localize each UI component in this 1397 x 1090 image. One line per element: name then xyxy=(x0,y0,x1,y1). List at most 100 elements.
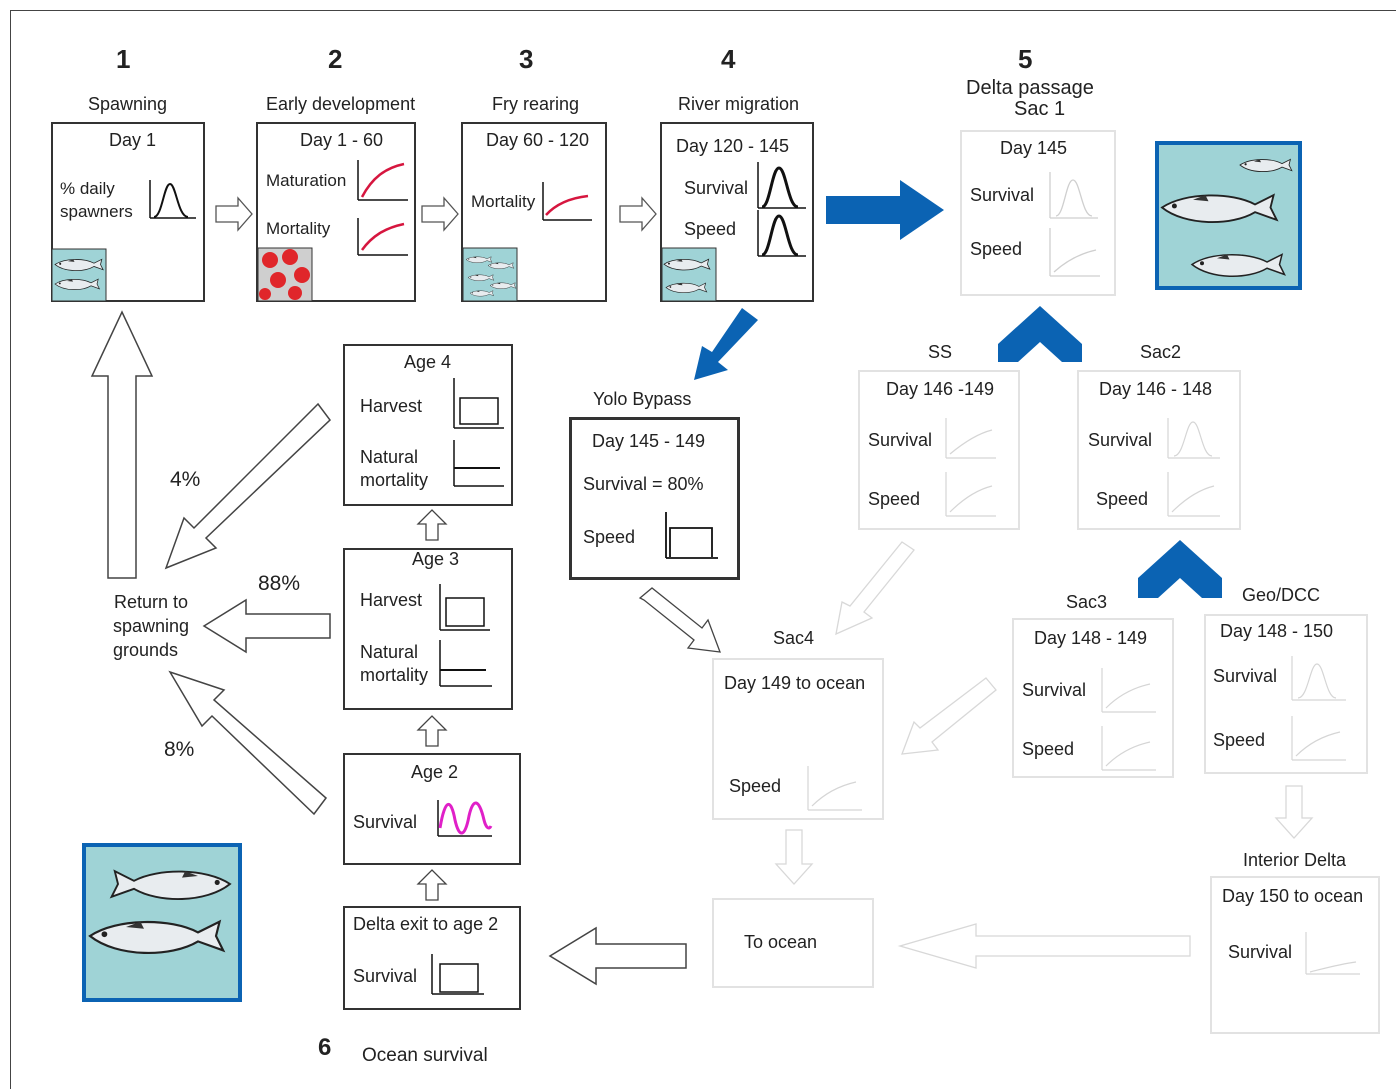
age-2-return-arrow xyxy=(168,670,328,816)
ss-sac2-graphs xyxy=(945,418,1220,517)
yolo-survival-label: Survival = 80% xyxy=(583,474,704,494)
age-3-natural-label: Natural xyxy=(360,642,419,662)
age-3-mortality-label: mortality xyxy=(360,665,429,685)
salmon-image-ocean xyxy=(82,843,242,1002)
spawning-day: Day 1 xyxy=(109,130,157,150)
early-mortality-curve xyxy=(357,218,408,256)
age-2-title: Age 2 xyxy=(411,762,459,782)
sac3-title: Sac3 xyxy=(1066,592,1108,612)
sac4-interior-graphs xyxy=(807,766,1360,975)
stage-2-number: 2 xyxy=(328,44,343,74)
geo-dcc-box xyxy=(1204,614,1368,774)
ss-box xyxy=(858,370,1020,530)
sac1-speed-label: Speed xyxy=(970,239,1023,259)
geo-dcc-survival-label: Survival xyxy=(1213,666,1278,686)
ss-to-sac4-arrow xyxy=(835,541,915,636)
yolo-speed-label: Speed xyxy=(583,527,636,547)
ss-survival-label: Survival xyxy=(868,430,933,450)
return-pct-age4: 4% xyxy=(170,468,201,491)
river-speed-label: Speed xyxy=(684,219,737,239)
eggs-image xyxy=(257,247,313,302)
sac2-day: Day 146 - 148 xyxy=(1099,379,1213,399)
stage-6-number: 6 xyxy=(318,1034,332,1061)
age-2-survival-label: Survival xyxy=(353,812,418,832)
fry-image xyxy=(462,247,518,302)
geo-dcc-title: Geo/DCC xyxy=(1242,585,1321,605)
age-4-harvest-label: Harvest xyxy=(360,396,423,416)
ocean-to-delta-exit-arrow xyxy=(548,926,687,986)
spawning-fish-image xyxy=(51,248,107,302)
stage-2-title: Early development xyxy=(266,94,416,114)
interior-delta-day: Day 150 to ocean xyxy=(1222,886,1364,906)
river-speed-curve xyxy=(757,210,806,257)
sac3-day: Day 148 - 149 xyxy=(1034,628,1148,648)
age-4-title: Age 4 xyxy=(404,352,452,372)
sac3-survival-label: Survival xyxy=(1022,680,1087,700)
sac4-title: Sac4 xyxy=(773,628,815,648)
yolo-day: Day 145 - 149 xyxy=(592,431,706,451)
sac2-box xyxy=(1077,370,1241,530)
stage-5-title: Delta passage xyxy=(966,77,1094,99)
river-fish-image xyxy=(661,247,717,302)
spawning-label-2: spawners xyxy=(60,202,133,221)
age-4-natural-label: Natural xyxy=(360,447,419,467)
stage-4-number: 4 xyxy=(721,44,736,74)
age-4-box xyxy=(343,344,513,506)
geo-to-interior-arrow xyxy=(1274,785,1314,839)
delta-exit-survival-label: Survival xyxy=(353,966,418,986)
sac2-speed-label: Speed xyxy=(1096,489,1149,509)
interior-to-ocean-arrow xyxy=(897,923,1191,969)
yolo-speed-graph xyxy=(665,512,718,559)
sac4-box xyxy=(712,658,884,820)
age-3-box xyxy=(343,548,513,710)
blue-arrow-to-delta xyxy=(826,180,944,240)
ss-speed-label: Speed xyxy=(868,489,921,509)
sac3-to-sac4-arrow xyxy=(901,677,997,755)
age-3-harvest-label: Harvest xyxy=(360,590,423,610)
sac1-day: Day 145 xyxy=(1000,138,1068,158)
stage-flow-arrows xyxy=(215,196,657,232)
delta-exit-title: Delta exit to age 2 xyxy=(353,914,499,934)
age-3-return-arrow xyxy=(202,598,331,654)
stage-3-number: 3 xyxy=(519,44,534,74)
age-3-title: Age 3 xyxy=(412,549,460,569)
return-pct-age3: 88% xyxy=(258,572,301,595)
stage-6-title: Ocean survival xyxy=(362,1045,488,1066)
interior-delta-survival-label: Survival xyxy=(1228,942,1293,962)
sac3-speed-label: Speed xyxy=(1022,739,1075,759)
stage-1-number: 1 xyxy=(116,44,131,74)
geo-dcc-day: Day 148 - 150 xyxy=(1220,621,1334,641)
salmon-image-delta xyxy=(1155,141,1302,290)
return-label-3: grounds xyxy=(113,640,179,660)
early-development-day: Day 1 - 60 xyxy=(300,130,384,150)
age-3-graphs xyxy=(439,584,492,687)
interior-delta-box xyxy=(1210,876,1380,1034)
age-4-mortality-label: mortality xyxy=(360,470,429,490)
stage-5-number: 5 xyxy=(1018,44,1033,74)
yolo-title: Yolo Bypass xyxy=(593,389,692,409)
stage-1-title: Spawning xyxy=(88,94,168,114)
spawning-bell-curve xyxy=(149,180,196,219)
age-2-survival-wave xyxy=(437,800,493,837)
return-label-1: Return to xyxy=(114,592,189,612)
return-pct-age2: 8% xyxy=(164,738,195,761)
stage-3-title: Fry rearing xyxy=(492,94,580,114)
maturation-label: Maturation xyxy=(266,171,347,190)
ss-day: Day 146 -149 xyxy=(886,379,995,399)
spawning-label-1: % daily xyxy=(60,179,115,198)
early-mortality-label: Mortality xyxy=(266,219,331,238)
river-survival-label: Survival xyxy=(684,178,749,198)
sac1-graphs xyxy=(1049,172,1100,277)
ss-title: SS xyxy=(928,342,953,362)
fry-mortality-curve xyxy=(542,182,592,221)
spawning-box xyxy=(51,122,205,302)
age-4-graphs xyxy=(453,378,504,487)
sac1-survival-label: Survival xyxy=(970,185,1035,205)
return-to-spawning-up-arrow xyxy=(90,310,154,579)
blue-arrow-to-yolo xyxy=(694,308,758,380)
sac2-title: Sac2 xyxy=(1140,342,1182,362)
delta-exit-survival-graph xyxy=(431,954,484,995)
fry-rearing-day: Day 60 - 120 xyxy=(486,130,590,150)
sac3-geo-graphs xyxy=(1101,656,1346,771)
